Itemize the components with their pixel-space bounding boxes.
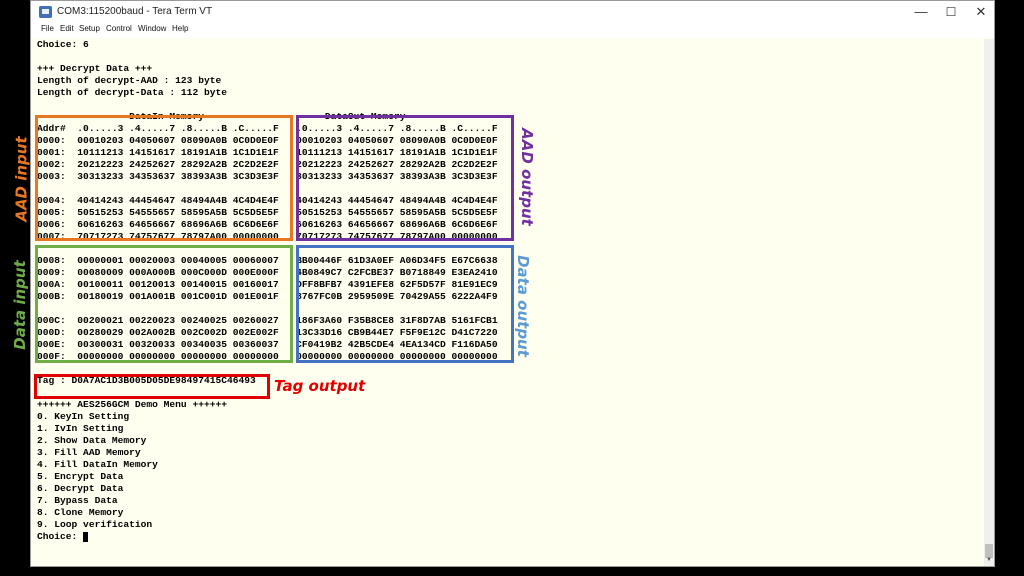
terminal-line: ++++++ AES256GCM Demo Menu ++++++ [37,399,227,410]
terminal-line: Length of decrypt-Data : 112 byte [37,87,227,98]
terminal-line: 7. Bypass Data [37,495,118,506]
terminal-line: 6. Decrypt Data [37,483,124,494]
terminal-line: Choice: 6 [37,39,89,50]
data-output-label: Data output [513,255,532,357]
data-output-highlight-box [296,245,514,363]
terminal-line: 0003: 30313233 34353637 38393A3B 3C3D3E3… [37,171,498,182]
terminal-line: 0001: 10111213 14151617 18191A1B 1C1D1E1… [37,147,498,158]
terminal-line: 0000: 00010203 04050607 08090A0B 0C0D0E0… [37,135,498,146]
terminal-line: +++ Decrypt Data +++ [37,63,153,74]
menu-help[interactable]: Help [172,24,189,33]
terminal-line: 2. Show Data Memory [37,435,147,446]
terminal-line: 3. Fill AAD Memory [37,447,141,458]
terminal-line: 000A: 00100011 00120013 00140015 0016001… [37,279,498,290]
terminal-line: 0002: 20212223 24252627 28292A2B 2C2D2E2… [37,159,498,170]
data-input-highlight-box [35,245,293,363]
aad-output-highlight-box [296,115,514,241]
menu-window[interactable]: Window [138,24,167,33]
terminal-line: 0006: 60616263 64656667 68696A6B 6C6D6E6… [37,219,498,230]
terminal-line: Choice: [37,531,84,542]
terminal-line: 000B: 00180019 001A001B 001C001D 001E001… [37,291,498,302]
menu-setup[interactable]: Setup [79,24,100,33]
terminal-line: 0009: 00080009 000A000B 000C000D 000E000… [37,267,498,278]
title-bar: COM3:115200baud - Tera Term VT — ☐ ✕ [31,1,994,23]
menu-bar: File Edit Setup Control Window Help [31,23,994,38]
close-button[interactable]: ✕ [975,4,987,19]
scrollbar-thumb[interactable] [985,544,993,558]
terminal-line: 000D: 00280029 002A002B 002C002D 002E002… [37,327,498,338]
terminal-line: 000F: 00000000 00000000 00000000 0000000… [37,351,498,362]
tag-output-highlight-box [34,374,270,399]
terminal-line: 000C: 00200021 00220023 00240025 0026002… [37,315,498,326]
terminal-line: 8. Clone Memory [37,507,124,518]
scroll-down-arrow-icon[interactable]: ▼ [986,557,992,563]
vertical-scrollbar[interactable]: ▼ [984,39,994,566]
terminal-line: 0007: 70717273 74757677 78797A00 0000000… [37,231,498,242]
terminal-line: 9. Loop verification [37,519,153,530]
terminal-line: 0. KeyIn Setting [37,411,130,422]
terminal-line: 1. IvIn Setting [37,423,124,434]
tera-term-window: COM3:115200baud - Tera Term VT — ☐ ✕ Fil… [30,0,995,567]
terminal-line: Addr# .0.....3 .4.....7 .8.....B .C.....… [37,123,498,134]
terminal-line: 5. Encrypt Data [37,471,124,482]
window-title: COM3:115200baud - Tera Term VT [57,6,213,17]
terminal-line: 4. Fill DataIn Memory [37,459,158,470]
menu-edit[interactable]: Edit [60,24,74,33]
terminal-line: Length of decrypt-AAD : 123 byte [37,75,222,86]
minimize-button[interactable]: — [914,4,928,19]
terminal-line: Tag : D0A7AC1D3B005D05DE98497415C46493 [37,375,256,386]
maximize-button[interactable]: ☐ [945,5,957,19]
terminal-app-icon [39,6,52,18]
aad-input-highlight-box [35,115,293,241]
menu-file[interactable]: File [41,24,54,33]
data-input-label: Data input [10,260,29,350]
menu-control[interactable]: Control [106,24,132,33]
terminal-line: 0004: 40414243 44454647 48494A4B 4C4D4E4… [37,195,498,206]
terminal-screen[interactable]: Choice: 6+++ Decrypt Data +++Length of d… [35,39,981,564]
terminal-line: 000E: 00300031 00320033 00340035 0036003… [37,339,498,350]
aad-input-label: AAD input [12,136,31,222]
aad-output-label: AAD output [517,128,536,226]
terminal-line: 0008: 00000001 00020003 00040005 0006000… [37,255,498,266]
text-cursor [83,532,89,542]
tag-output-label: Tag output [274,377,366,395]
terminal-line: 0005: 50515253 54555657 58595A5B 5C5D5E5… [37,207,498,218]
